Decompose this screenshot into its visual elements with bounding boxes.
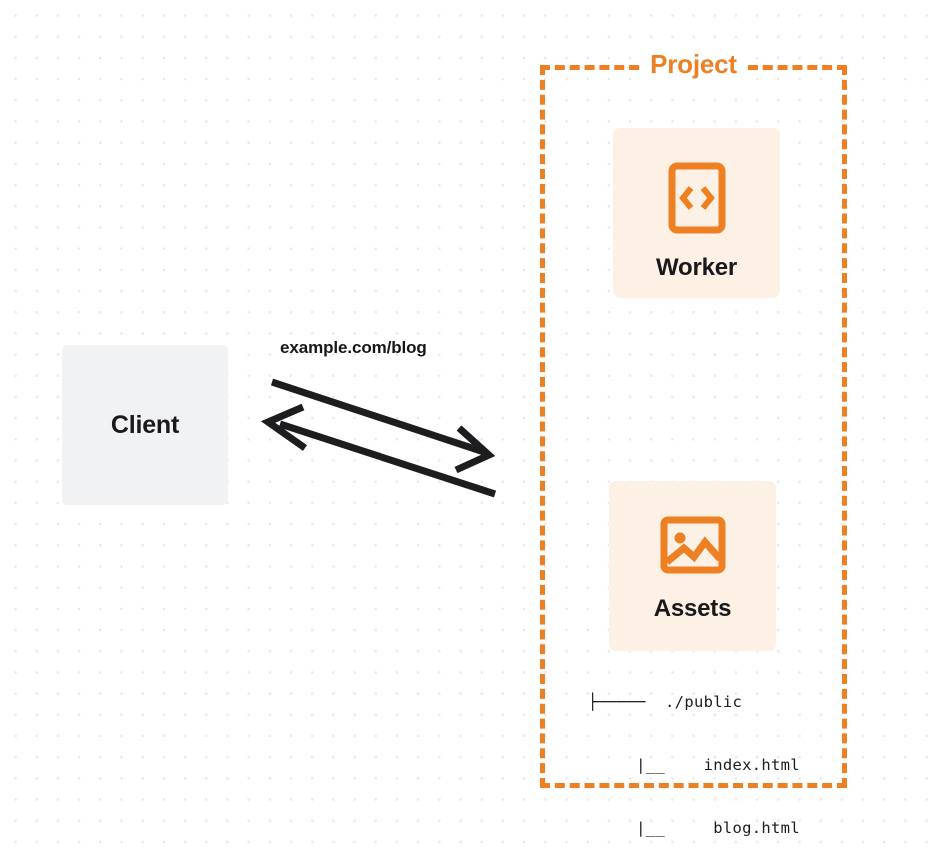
image-icon <box>660 514 726 581</box>
tree-row: ├───── ./public <box>588 693 743 711</box>
assets-label: Assets <box>653 595 732 622</box>
client-label: Client <box>110 410 180 439</box>
assets-file-tree: ├───── ./public |__ index.html |__ blog.… <box>588 650 800 860</box>
arrow-client-to-project <box>270 378 496 474</box>
project-title-text: Project <box>643 47 744 81</box>
node-worker[interactable]: Worker <box>613 128 780 298</box>
project-title: Project <box>540 47 847 81</box>
connection-label: example.com/blog <box>280 338 427 357</box>
arrow-project-to-client <box>260 403 497 498</box>
tree-row: |__ blog.html <box>588 819 800 837</box>
node-client[interactable]: Client <box>62 345 228 505</box>
worker-label: Worker <box>655 254 738 281</box>
tree-row: |__ index.html <box>588 756 800 774</box>
code-document-icon <box>667 161 727 240</box>
node-assets[interactable]: Assets <box>609 481 776 651</box>
